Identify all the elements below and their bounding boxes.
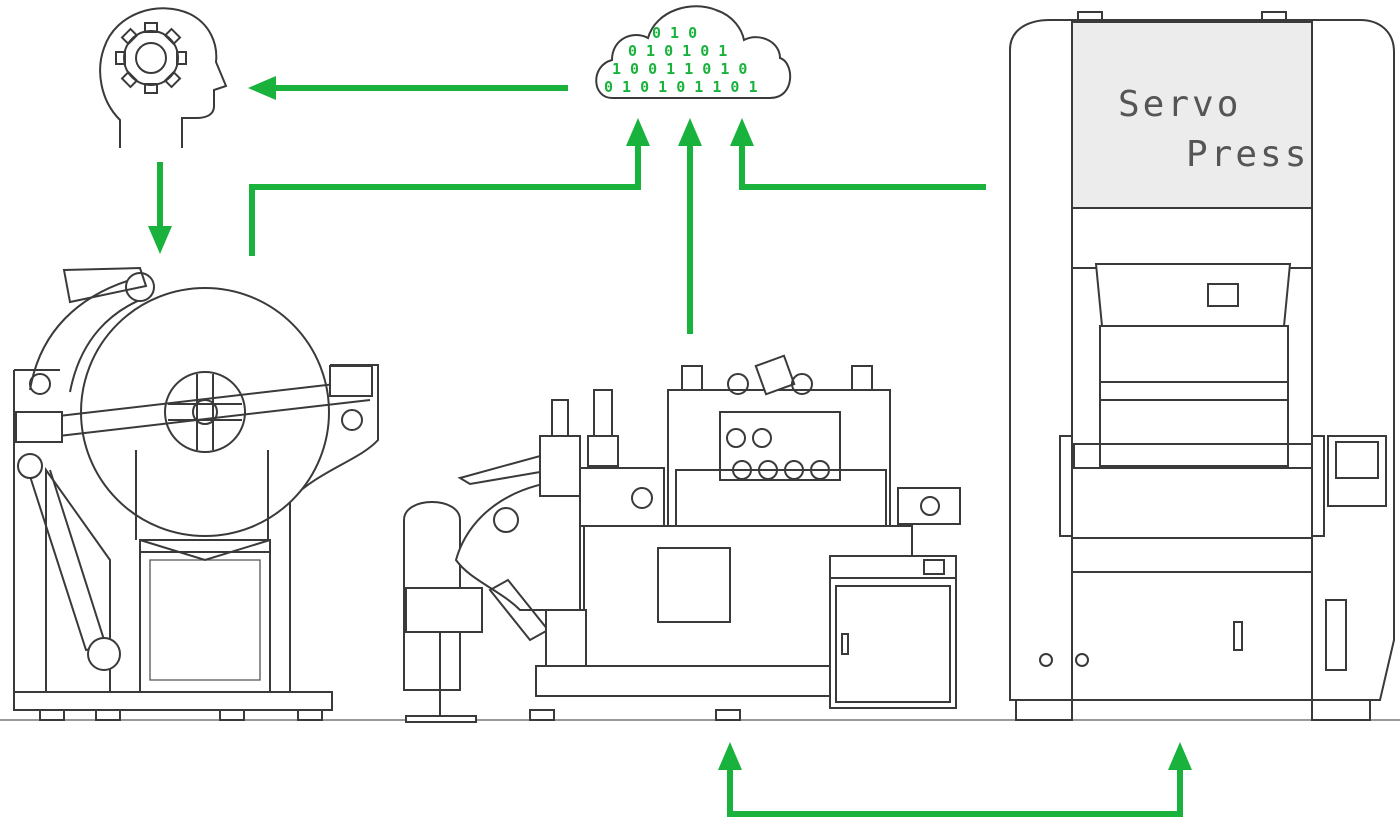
flow-arrows — [148, 76, 1192, 817]
cloud-binary-row-1: 0 1 0 — [652, 24, 697, 42]
data-cloud-icon: 0 1 0 0 1 0 1 0 1 1 0 0 1 1 0 1 0 0 1 0 … — [595, 5, 792, 99]
straightener-feeder-machine — [403, 354, 961, 723]
arrow-cloud-to-head — [248, 76, 568, 100]
arrow-press-to-cloud — [730, 118, 986, 190]
arrow-feeder-to-cloud — [678, 118, 702, 334]
press-label-line-1: Servo — [1118, 84, 1241, 125]
arrow-uncoiler-to-cloud — [249, 118, 650, 256]
servo-press-machine: Servo Press — [1009, 11, 1395, 721]
cloud-binary-row-3: 1 0 0 1 1 0 1 0 — [612, 60, 747, 78]
press-top-panel — [1071, 21, 1313, 209]
cloud-binary-row-4: 0 1 0 1 0 1 1 0 1 — [604, 78, 758, 96]
cloud-binary-row-2: 0 1 0 1 0 1 — [628, 42, 727, 60]
arrow-head-to-uncoiler — [148, 162, 172, 254]
press-label-line-2: Press — [1186, 134, 1309, 175]
arrow-feeder-press-link — [718, 742, 1192, 817]
uncoiler-machine — [13, 266, 379, 721]
control-cabinet — [829, 555, 957, 709]
head-with-gear-icon — [99, 7, 228, 148]
